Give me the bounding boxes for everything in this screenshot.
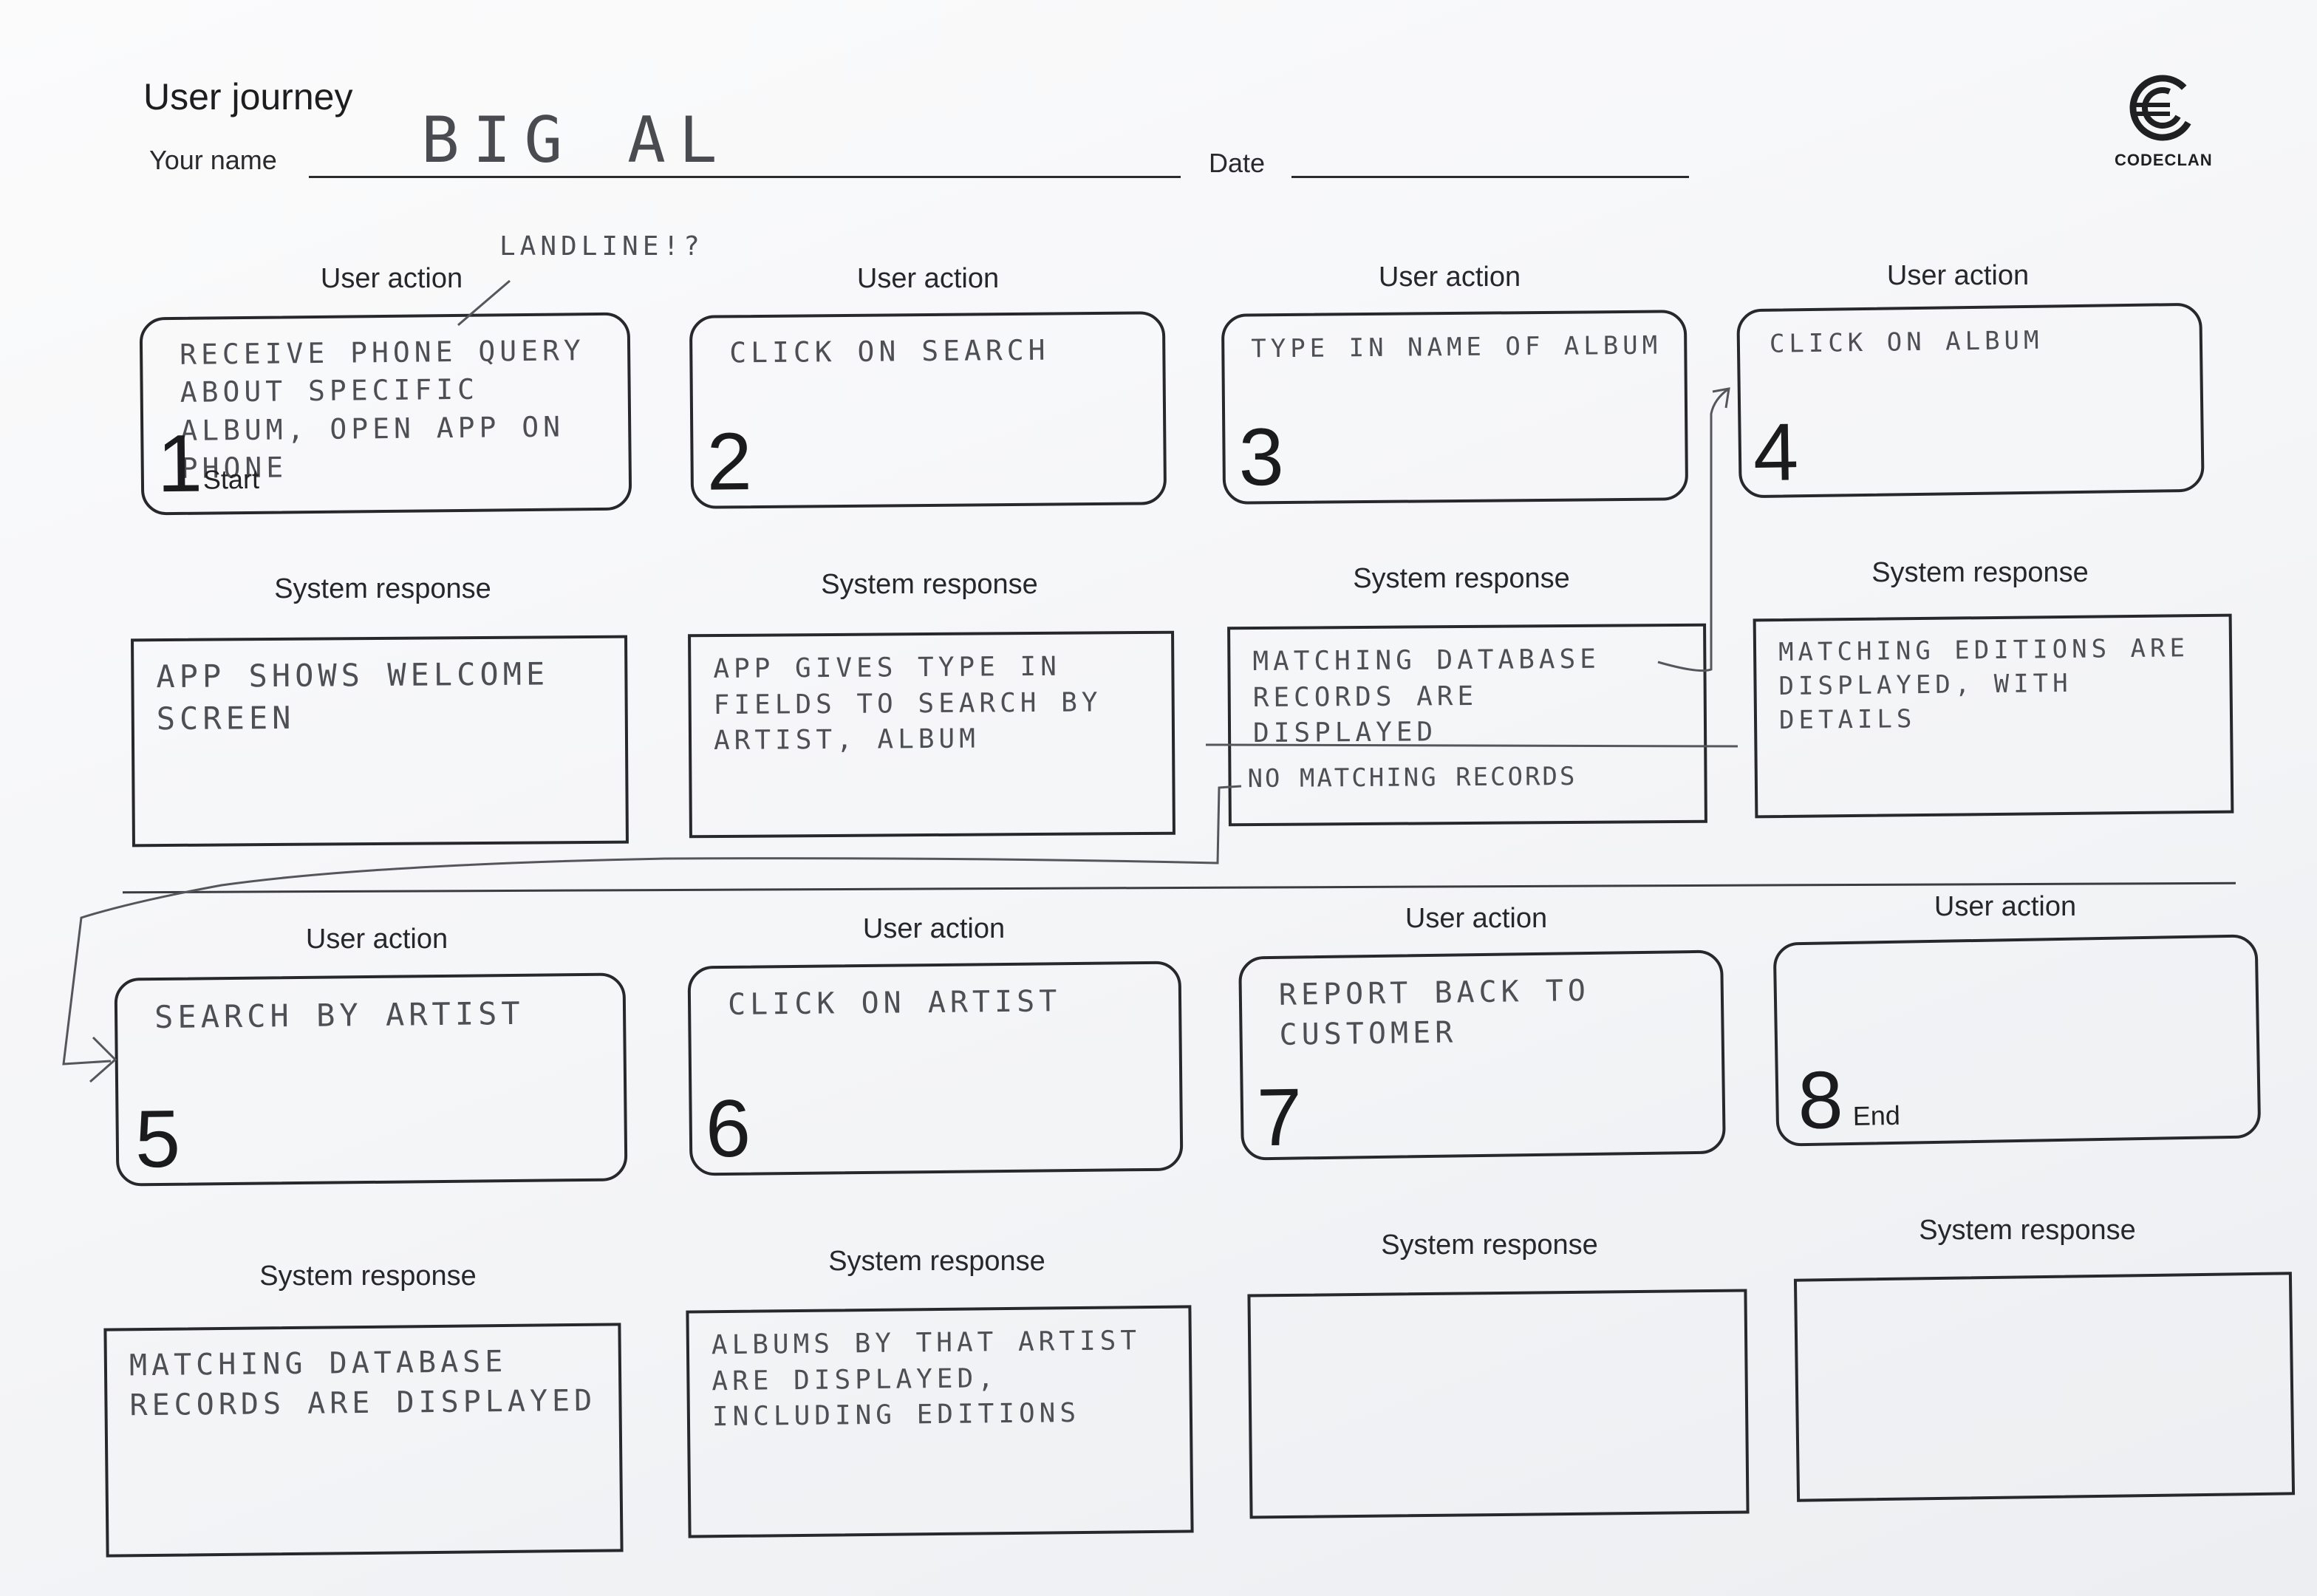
page-title: User journey <box>143 76 353 117</box>
codeclan-logo-icon <box>2129 75 2196 141</box>
user-action-label-2: User action <box>856 263 1000 294</box>
user-action-label-3: User action <box>1378 262 1521 293</box>
user-action-label-1: User action <box>320 263 463 294</box>
user-action-label-4: User action <box>1886 260 2030 291</box>
user-action-label-8: User action <box>1934 891 2077 922</box>
system-response-label-2: System response <box>821 569 1038 600</box>
logo-text: CODECLAN <box>2115 151 2213 169</box>
system-response-label-5: System response <box>259 1261 477 1292</box>
user-action-label-5: User action <box>305 924 448 955</box>
system-response-label-6: System response <box>828 1246 1045 1277</box>
arrow-to-step-4-head <box>1712 387 1730 409</box>
system-response-label-4: System response <box>1871 557 2089 588</box>
landline-pointer-line <box>457 279 511 327</box>
date-label: Date <box>1209 148 1266 178</box>
system-response-label-3: System response <box>1353 563 1570 594</box>
user-action-label-7: User action <box>1405 903 1548 934</box>
codeclan-logo: CODECLAN <box>2115 71 2213 170</box>
date-underline <box>1291 176 1689 178</box>
name-label: Your name <box>149 145 277 175</box>
user-action-label-6: User action <box>862 913 1006 944</box>
landline-annotation: LANDLINE!? <box>499 231 704 262</box>
system-response-label-1: System response <box>274 573 491 604</box>
name-value: BIG AL <box>421 103 731 177</box>
arrow-to-step-4 <box>1657 387 1730 672</box>
arrow-to-step-5-head <box>89 1036 117 1083</box>
system-response-label-8: System response <box>1919 1215 2136 1246</box>
system-response-label-7: System response <box>1381 1230 1598 1261</box>
name-underline <box>309 176 1181 178</box>
step-3-response-split-line <box>1205 743 1738 748</box>
arrow-to-step-5 <box>62 785 1242 1065</box>
